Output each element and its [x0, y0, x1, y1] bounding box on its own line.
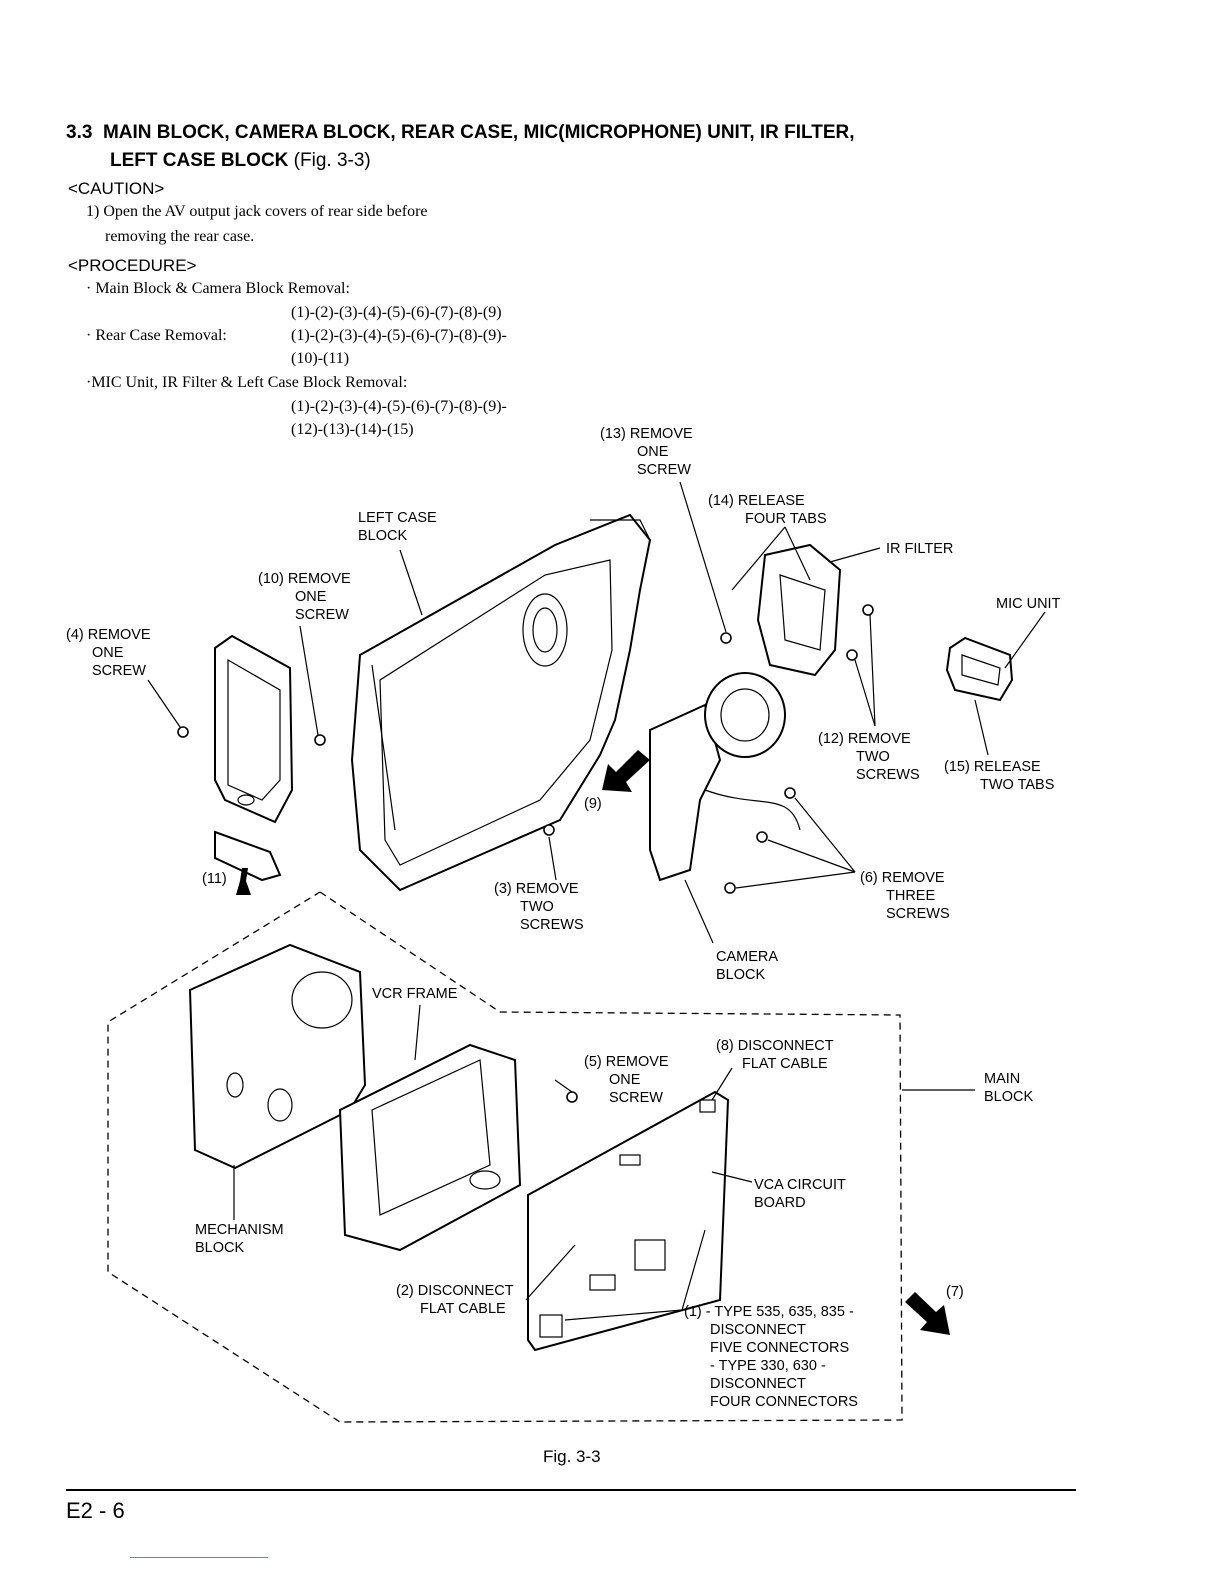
arrow-step9-icon	[602, 750, 650, 792]
procedure-item-label: · Rear Case Removal:	[86, 327, 227, 344]
camera-block-part	[649, 672, 801, 882]
procedure-item-sequence-cont: (10)-(11)	[291, 350, 350, 367]
leader-lines	[147, 481, 1046, 1321]
caution-item-line1: 1) Open the AV output jack covers of rea…	[86, 203, 428, 220]
ir-filter-part	[756, 543, 842, 677]
section-title-line1: MAIN BLOCK, CAMERA BLOCK, REAR CASE, MIC…	[102, 122, 855, 143]
figure-reference: (Fig. 3-3)	[293, 150, 371, 171]
procedure-item-sequence: (1)-(2)-(3)-(4)-(5)-(6)-(7)-(8)-(9)-	[291, 398, 507, 415]
procedure-heading: <PROCEDURE>	[68, 256, 197, 275]
label-step11: (11)	[202, 871, 227, 887]
bottom-divider	[130, 1557, 268, 1558]
procedure-item-sequence: (1)-(2)-(3)-(4)-(5)-(6)-(7)-(8)-(9)-	[291, 327, 507, 344]
label-mic-unit: MIC UNIT	[996, 596, 1061, 612]
figure-caption: Fig. 3-3	[543, 1447, 601, 1466]
mic-unit-part	[945, 636, 1014, 702]
label-step7: (7)	[946, 1284, 964, 1300]
screw-icons	[177, 604, 874, 1103]
procedure-item-label: ·MIC Unit, IR Filter & Left Case Block R…	[86, 374, 408, 391]
section-number: 3.3	[66, 122, 93, 143]
caution-heading: <CAUTION>	[68, 179, 165, 198]
procedure-item-sequence: (1)-(2)-(3)-(4)-(5)-(6)-(7)-(8)-(9)	[291, 304, 502, 321]
label-step1: (1) - TYPE 535, 635, 835 - DISCONNECT FI…	[684, 1304, 858, 1410]
page-number: E2 - 6	[66, 1498, 125, 1523]
main-block-dashed-outline	[107, 891, 975, 1423]
arrow-step11-icon	[236, 868, 251, 895]
left-case-block-part	[350, 513, 652, 892]
procedure-item-sequence-cont: (12)-(13)-(14)-(15)	[291, 421, 414, 438]
section-heading: 3.3 MAIN BLOCK, CAMERA BLOCK, REAR CASE,…	[66, 122, 855, 144]
vcr-frame-part	[338, 1043, 522, 1252]
procedure-item-label: · Main Block & Camera Block Removal:	[86, 280, 350, 297]
section-title-line2: LEFT CASE BLOCK	[110, 150, 289, 171]
arrow-step7-icon	[905, 1292, 950, 1335]
mechanism-block-part	[188, 943, 367, 1170]
vca-circuit-board-part	[527, 1090, 730, 1352]
section-heading-line2: LEFT CASE BLOCK (Fig. 3-3)	[110, 150, 371, 172]
footer-rule	[66, 1489, 1076, 1491]
rear-case-part	[214, 634, 294, 882]
caution-item-line2: removing the rear case.	[105, 228, 255, 245]
label-step9: (9)	[584, 796, 602, 812]
direction-arrows	[236, 750, 950, 1335]
label-ir-filter: IR FILTER	[886, 541, 954, 557]
label-vcr-frame: VCR FRAME	[372, 986, 458, 1002]
